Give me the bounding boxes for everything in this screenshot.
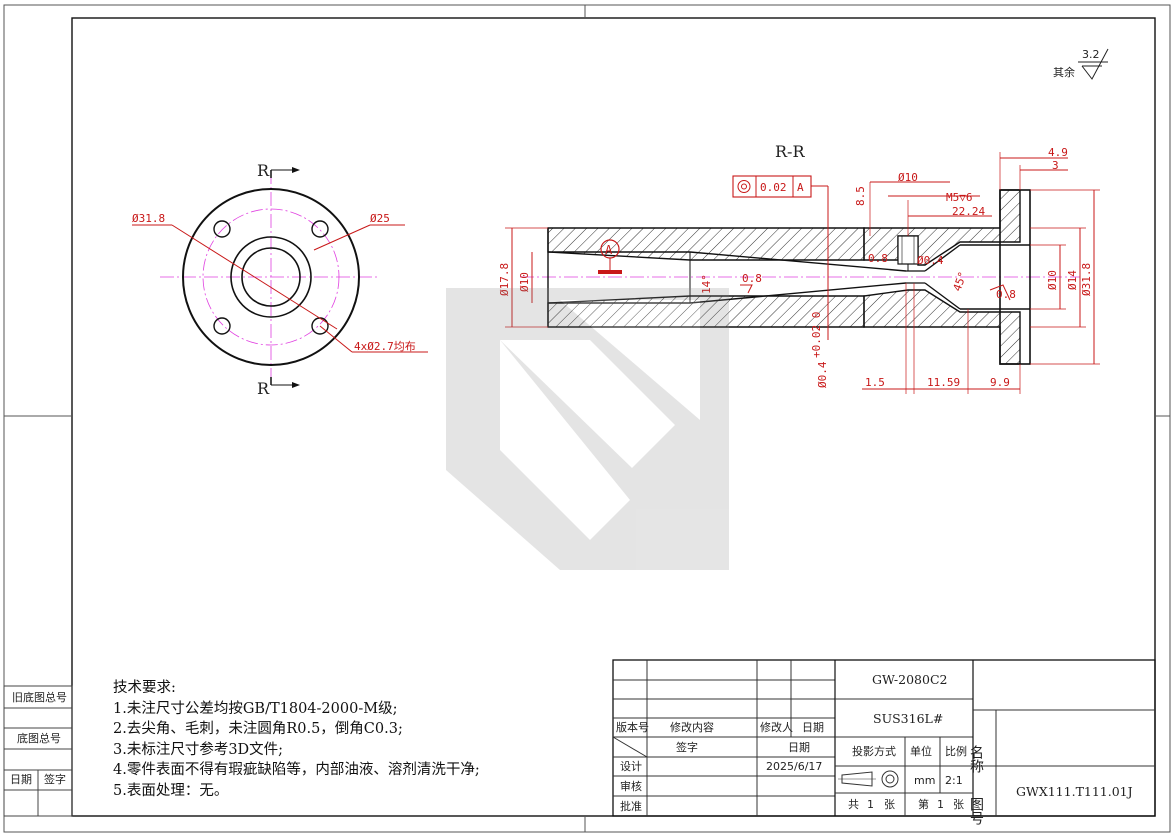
version-no-label: 版本号 <box>616 720 649 734</box>
scale-header: 比例 <box>945 744 967 758</box>
approve-label: 批准 <box>620 799 642 813</box>
dim-l22-24: 22.24 <box>952 205 985 218</box>
dim-l9-9: 9.9 <box>990 376 1010 389</box>
dim-l11-59: 11.59 <box>927 376 960 389</box>
note-item: 4.零件表面不得有瑕疵缺陷等，内部油液、溶剂清洗干净; <box>113 762 480 778</box>
scale-value: 2:1 <box>945 774 963 787</box>
unit-header: 单位 <box>910 744 932 758</box>
total-label-pre: 共 <box>848 798 859 811</box>
review-label: 审核 <box>620 779 642 793</box>
unit-value: mm <box>914 774 935 787</box>
tolerance-datum: A <box>797 181 804 194</box>
roughness-value: 3.2 <box>1082 48 1100 61</box>
notes-title: 技术要求: <box>113 680 176 696</box>
total-label-post: 张 <box>884 798 895 811</box>
sheet-number: 1 <box>937 798 944 811</box>
dim-r08c: 0.8 <box>996 288 1016 301</box>
dim-d31-8-end: Ø31.8 <box>132 212 165 225</box>
drawing-number: GWX111.T111.01J <box>1016 784 1133 799</box>
dim-angle14: 14° <box>700 274 713 294</box>
change-content-label: 修改内容 <box>670 720 714 734</box>
dim-d10-top: Ø10 <box>898 171 918 184</box>
watermark-logo <box>446 288 729 570</box>
dim-angle45: 45° <box>951 270 970 293</box>
projection-symbol-icon <box>838 770 899 788</box>
dim-tolerance-small: +0.02 0 <box>810 312 823 358</box>
left-margin-table: 旧底图总号 底图总号 日期 签字 <box>3 685 73 817</box>
roughness-note: 其余 <box>1053 65 1075 79</box>
dim-holes: 4xØ2.7均布 <box>354 340 416 353</box>
end-view: R R Ø31.8 Ø25 4xØ2.7均布 <box>132 161 428 398</box>
dim-d31-8: Ø31.8 <box>1080 263 1093 296</box>
signature-label: 签字 <box>676 740 698 754</box>
dim-h8-5: 8.5 <box>854 186 867 206</box>
date-label: 日期 <box>10 773 32 786</box>
base-total-label: 底图总号 <box>17 731 61 745</box>
view-mark-top: R <box>257 161 270 180</box>
dim-d14: Ø14 <box>1066 270 1079 290</box>
sheet-label-post: 张 <box>953 798 964 811</box>
material: SUS316L# <box>873 711 943 726</box>
note-item: 5.表面处理：无。 <box>113 782 229 799</box>
date-header-label: 日期 <box>802 721 824 734</box>
dim-d17-8: Ø17.8 <box>498 263 511 296</box>
section-label: R-R <box>775 142 805 161</box>
name-label: 名称 <box>968 745 984 774</box>
dim-r08a: 0.8 <box>742 272 762 285</box>
drawing-number-label: 图号 <box>968 797 984 825</box>
dim-d04-bottom: Ø0.4 <box>816 361 829 388</box>
section-view: R-R A <box>498 142 1100 394</box>
dim-r08b: 0.8 <box>868 252 888 265</box>
projection-label: 投影方式 <box>852 744 896 758</box>
dim-l1-5: 1.5 <box>865 376 885 389</box>
dim-d04-top: Ø0.4 <box>917 254 944 267</box>
technical-requirements: 技术要求: 1.未注尺寸公差均按GB/T1804-2000-M级; 2.去尖角、… <box>113 678 480 801</box>
date-header-2-label: 日期 <box>788 741 810 754</box>
title-block: 版本号 修改内容 修改人 日期 签字 日期 设计 2025/6/17 审核 批准… <box>612 659 1156 825</box>
total-sheets: 1 <box>867 798 874 811</box>
note-item: 3.未标注尺寸参考3D文件; <box>113 741 284 758</box>
surface-roughness: 其余 3.2 <box>1053 48 1109 80</box>
old-base-total-label: 旧底图总号 <box>12 690 67 704</box>
dim-l4-9: 4.9 <box>1048 146 1068 159</box>
dim-d10-right: Ø10 <box>1046 270 1059 290</box>
tolerance-value: 0.02 <box>760 181 787 194</box>
datum-label: A <box>605 243 613 257</box>
dim-d25-end: Ø25 <box>370 212 390 225</box>
note-item: 1.未注尺寸公差均按GB/T1804-2000-M级; <box>113 700 398 717</box>
modifier-label: 修改人 <box>760 720 793 734</box>
dim-d10-left: Ø10 <box>518 272 531 292</box>
view-mark-bottom: R <box>257 379 270 398</box>
dim-m5: M5▽6 <box>946 191 973 204</box>
dim-l3: 3 <box>1052 159 1059 172</box>
design-date: 2025/6/17 <box>766 760 822 773</box>
sign-label: 签字 <box>44 772 66 786</box>
note-item: 2.去尖角、毛刺，未注圆角R0.5，倒角C0.3; <box>113 721 403 737</box>
design-label: 设计 <box>620 760 642 773</box>
sheet-label-pre: 第 <box>918 797 929 811</box>
part-number: GW-2080C2 <box>872 672 947 687</box>
